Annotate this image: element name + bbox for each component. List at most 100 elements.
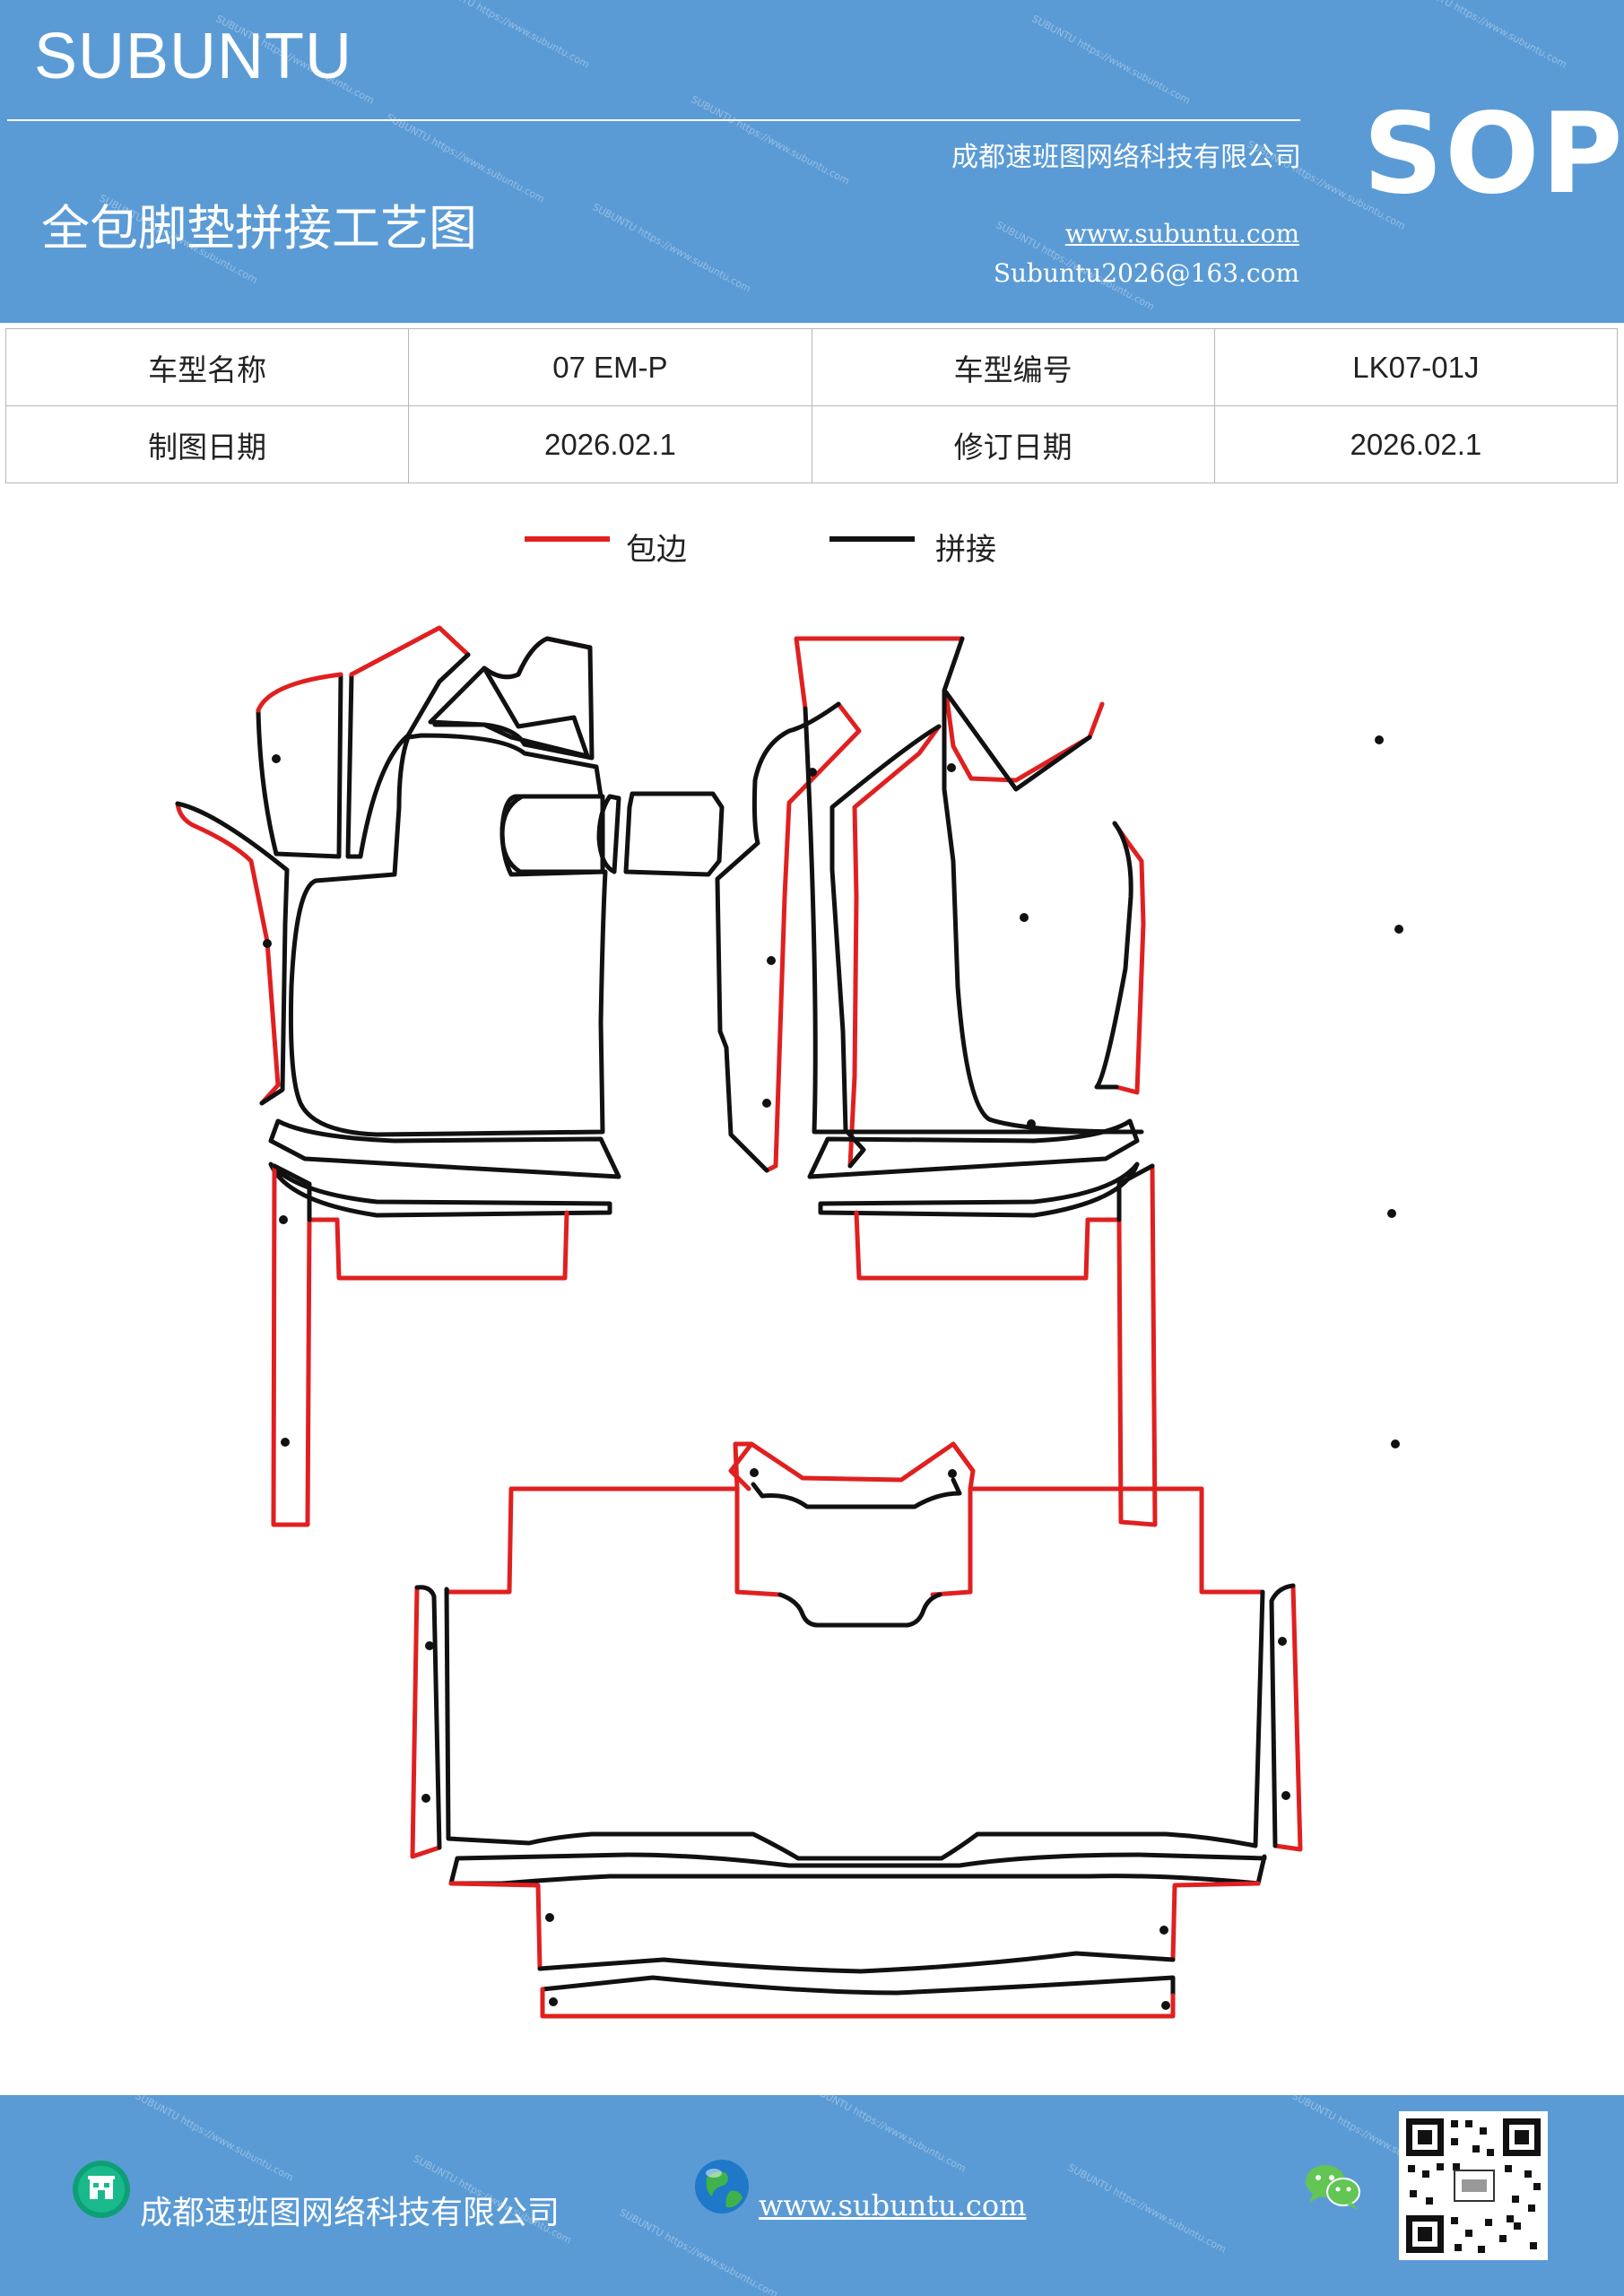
mat-piece [256, 672, 343, 859]
mat-piece-edge [1272, 1583, 1303, 1852]
mat-piece [414, 1585, 442, 1850]
email-address: Subuntu2026@163.com [993, 258, 1299, 288]
globe-icon [695, 2160, 749, 2213]
mat-piece [540, 1975, 1176, 1998]
mat-piece-edge [764, 701, 862, 1173]
table-row: 车型名称 07 EM-P 车型编号 LK07-01J [4, 328, 1619, 406]
hole [947, 763, 956, 772]
mat-piece-edge [175, 801, 281, 1106]
rear-mat-group [410, 1441, 1303, 2019]
hole [272, 754, 281, 763]
mat-piece [803, 636, 1144, 1135]
qr-code[interactable] [1399, 2111, 1548, 2260]
mat-piece [751, 1477, 962, 1509]
mat-piece-edge [540, 1987, 1176, 2019]
hole [1394, 925, 1403, 934]
hole [263, 939, 272, 948]
legend-label-splice: 拼接 [935, 532, 996, 568]
mat-piece [444, 1587, 1265, 1861]
value-draw-date: 2026.02.1 [408, 405, 812, 483]
mat-piece [1116, 1163, 1155, 1222]
mat-piece-edge [943, 690, 1105, 783]
mat-piece [499, 794, 605, 874]
hole [1161, 2001, 1170, 2010]
mat-piece-edge [951, 1441, 976, 1474]
hole [948, 1469, 957, 1478]
label-revision-date: 修订日期 [811, 405, 1215, 483]
hole [1281, 1791, 1290, 1800]
table-row: 制图日期 2026.02.1 修订日期 2026.02.1 [4, 405, 1619, 483]
right-front-mat-group [794, 636, 1158, 1527]
wechat-icon [1306, 2165, 1360, 2210]
hole [1375, 735, 1384, 744]
hole [1391, 1439, 1400, 1448]
left-front-mat-group [175, 625, 862, 1527]
hole [1278, 1637, 1287, 1646]
mat-piece [1269, 1583, 1296, 1848]
mat-piece [807, 1118, 1140, 1179]
legend-swatch-binding [525, 536, 610, 542]
mat-piece [175, 801, 290, 1106]
label-draw-date: 制图日期 [4, 405, 410, 483]
value-model-name: 07 EM-P [408, 328, 812, 406]
hole [425, 1641, 434, 1650]
value-revision-date: 2026.02.1 [1213, 405, 1619, 483]
hole [1020, 913, 1029, 922]
mounting-holes [263, 735, 1403, 2010]
mat-piece [943, 690, 1092, 792]
footer-company-name: 成都速班图网络科技有限公司 [140, 2195, 560, 2231]
mat-piece-edge [349, 625, 471, 677]
website-link[interactable]: www.subuntu.com [1064, 219, 1299, 248]
mat-piece [288, 733, 608, 1137]
mat-piece-edge [410, 1585, 442, 1859]
hole [808, 768, 817, 777]
mat-piece [272, 1163, 312, 1222]
mat-piece [345, 672, 442, 859]
header-banner: SUBUNTU https://www.subuntu.com SUBUNTU … [0, 0, 1624, 323]
footer-website-link[interactable]: www.subuntu.com [759, 2188, 1027, 2222]
watermark: SUBUNTU https://www.subuntu.com [617, 2206, 780, 2296]
vehicle-info-table: 车型名称 07 EM-P 车型编号 LK07-01J 制图日期 2026.02.… [4, 328, 1619, 483]
mat-piece [437, 652, 471, 684]
brand-logo-text: SUBUNTU [34, 21, 353, 92]
hole [750, 1468, 759, 1477]
label-model-name: 车型名称 [4, 328, 410, 406]
mat-piece-edge [930, 1486, 973, 1597]
mat-piece-edge [1170, 1881, 1261, 1962]
mat-piece [334, 1210, 569, 1281]
mat-piece-edge [728, 1441, 754, 1492]
hole [1159, 1926, 1168, 1935]
company-icon [73, 2161, 130, 2218]
mat-piece [448, 1852, 1267, 1886]
mat-piece [268, 1161, 612, 1218]
hole [767, 956, 776, 965]
mat-piece [777, 1592, 942, 1628]
sop-badge: SOP [1363, 90, 1624, 219]
value-model-code: LK07-01J [1213, 328, 1619, 406]
hole [1027, 1119, 1036, 1128]
page-title: 全包脚垫拼接工艺图 [41, 200, 477, 257]
qr-code-pattern [1406, 2118, 1541, 2253]
hole [1387, 1209, 1396, 1218]
mat-piece [432, 636, 595, 761]
mat-piece [1094, 821, 1133, 1090]
mat-piece [715, 701, 841, 1173]
mat-piece [829, 724, 942, 1169]
mat-piece [854, 1210, 1090, 1281]
hole [762, 1099, 771, 1108]
hole [279, 1215, 288, 1224]
legend-label-binding: 包边 [626, 532, 687, 568]
hole [549, 1997, 558, 2006]
mat-piece-edge [847, 724, 942, 1169]
mat-piece [271, 1163, 340, 1527]
mat-piece-edge [448, 1881, 543, 1971]
mat-piece [1085, 1163, 1158, 1527]
mat-piece-edge [794, 636, 965, 711]
watermark: SUBUNTU https://www.subuntu.com [1065, 2161, 1229, 2256]
mat-piece [596, 794, 621, 874]
header-divider [7, 119, 1300, 121]
label-model-code: 车型编号 [811, 328, 1215, 406]
mat-piece [537, 1951, 1176, 1974]
mat-piece-edge [256, 672, 343, 713]
